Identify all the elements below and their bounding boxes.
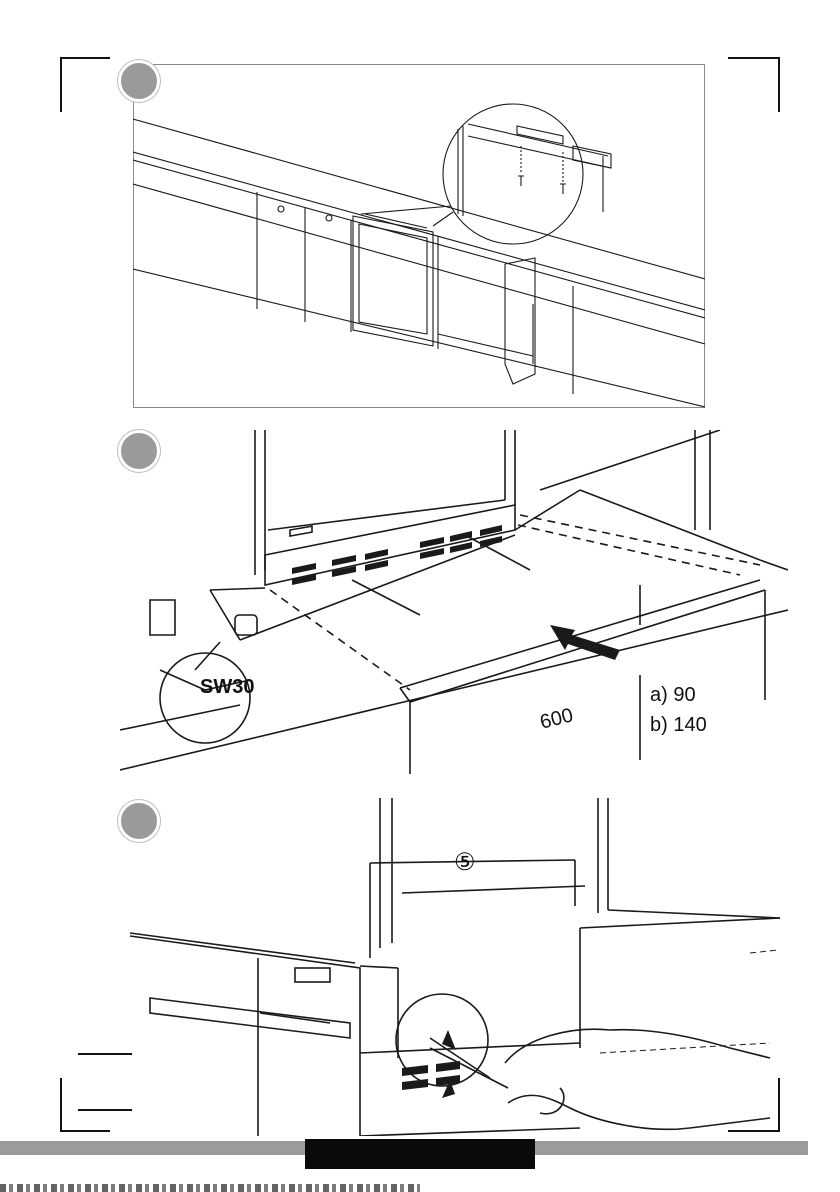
step-3-number-circle: [118, 800, 160, 842]
step-2-number-circle: [118, 430, 160, 472]
height-dimension-a-label: a) 90: [650, 684, 696, 707]
step-1-illustration: [133, 64, 705, 408]
crop-mark-top-right-v: [778, 57, 780, 112]
crop-mark-top-left-h: [60, 57, 110, 59]
crop-mark-bottom-left-foot: [60, 1130, 110, 1132]
part-callout-5: ⑤: [454, 848, 476, 877]
crop-mark-top-right-h: [728, 57, 780, 59]
wrench-size-label: SW30: [200, 676, 254, 699]
footer-barcode-strip: [0, 1184, 420, 1192]
crop-mark-top-left-v: [60, 57, 62, 112]
crop-mark-bottom-left-h2: [78, 1109, 132, 1111]
footer-page-tab: [305, 1139, 535, 1169]
crop-mark-bottom-left-v: [60, 1078, 62, 1132]
crop-mark-bottom-left-h1: [78, 1053, 132, 1055]
step-1-drawing: [133, 64, 705, 408]
step-1-number-circle: [118, 60, 160, 102]
height-dimension-b-label: b) 140: [650, 714, 707, 737]
